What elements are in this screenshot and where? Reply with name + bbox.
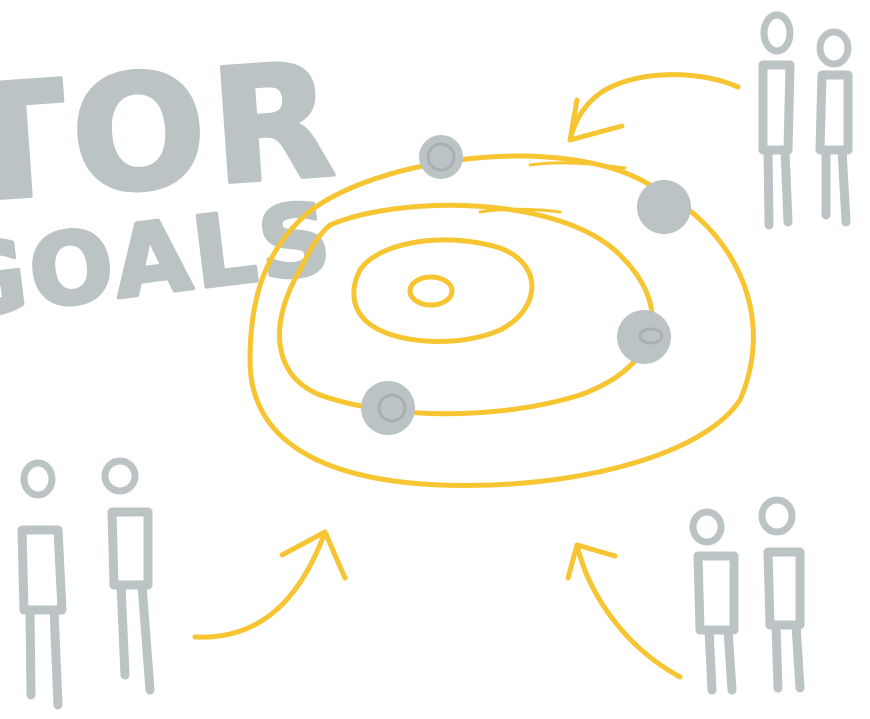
planet-dot bbox=[419, 135, 463, 179]
planet-dot bbox=[637, 180, 691, 234]
orbit-ring-inner bbox=[354, 240, 532, 342]
orbit-ring-middle bbox=[280, 205, 653, 413]
person-figure bbox=[820, 32, 848, 222]
planet-dot bbox=[361, 381, 415, 435]
curved-arrow-top-right bbox=[570, 75, 738, 140]
orbit-core bbox=[410, 277, 452, 305]
planet-dot bbox=[617, 310, 671, 364]
people-bottom-left bbox=[22, 461, 150, 705]
person-figure bbox=[693, 512, 734, 690]
person-figure bbox=[105, 461, 150, 690]
person-figure bbox=[763, 15, 790, 225]
curved-arrow-bottom-right bbox=[568, 545, 680, 677]
person-figure bbox=[762, 500, 800, 688]
orbit-accent-stroke bbox=[530, 163, 625, 168]
people-top-right bbox=[763, 15, 848, 225]
heading: TOR GOALS bbox=[0, 28, 346, 342]
people-bottom-right bbox=[693, 500, 800, 690]
person-figure bbox=[22, 463, 62, 705]
curved-arrow-bottom-left bbox=[195, 532, 345, 637]
